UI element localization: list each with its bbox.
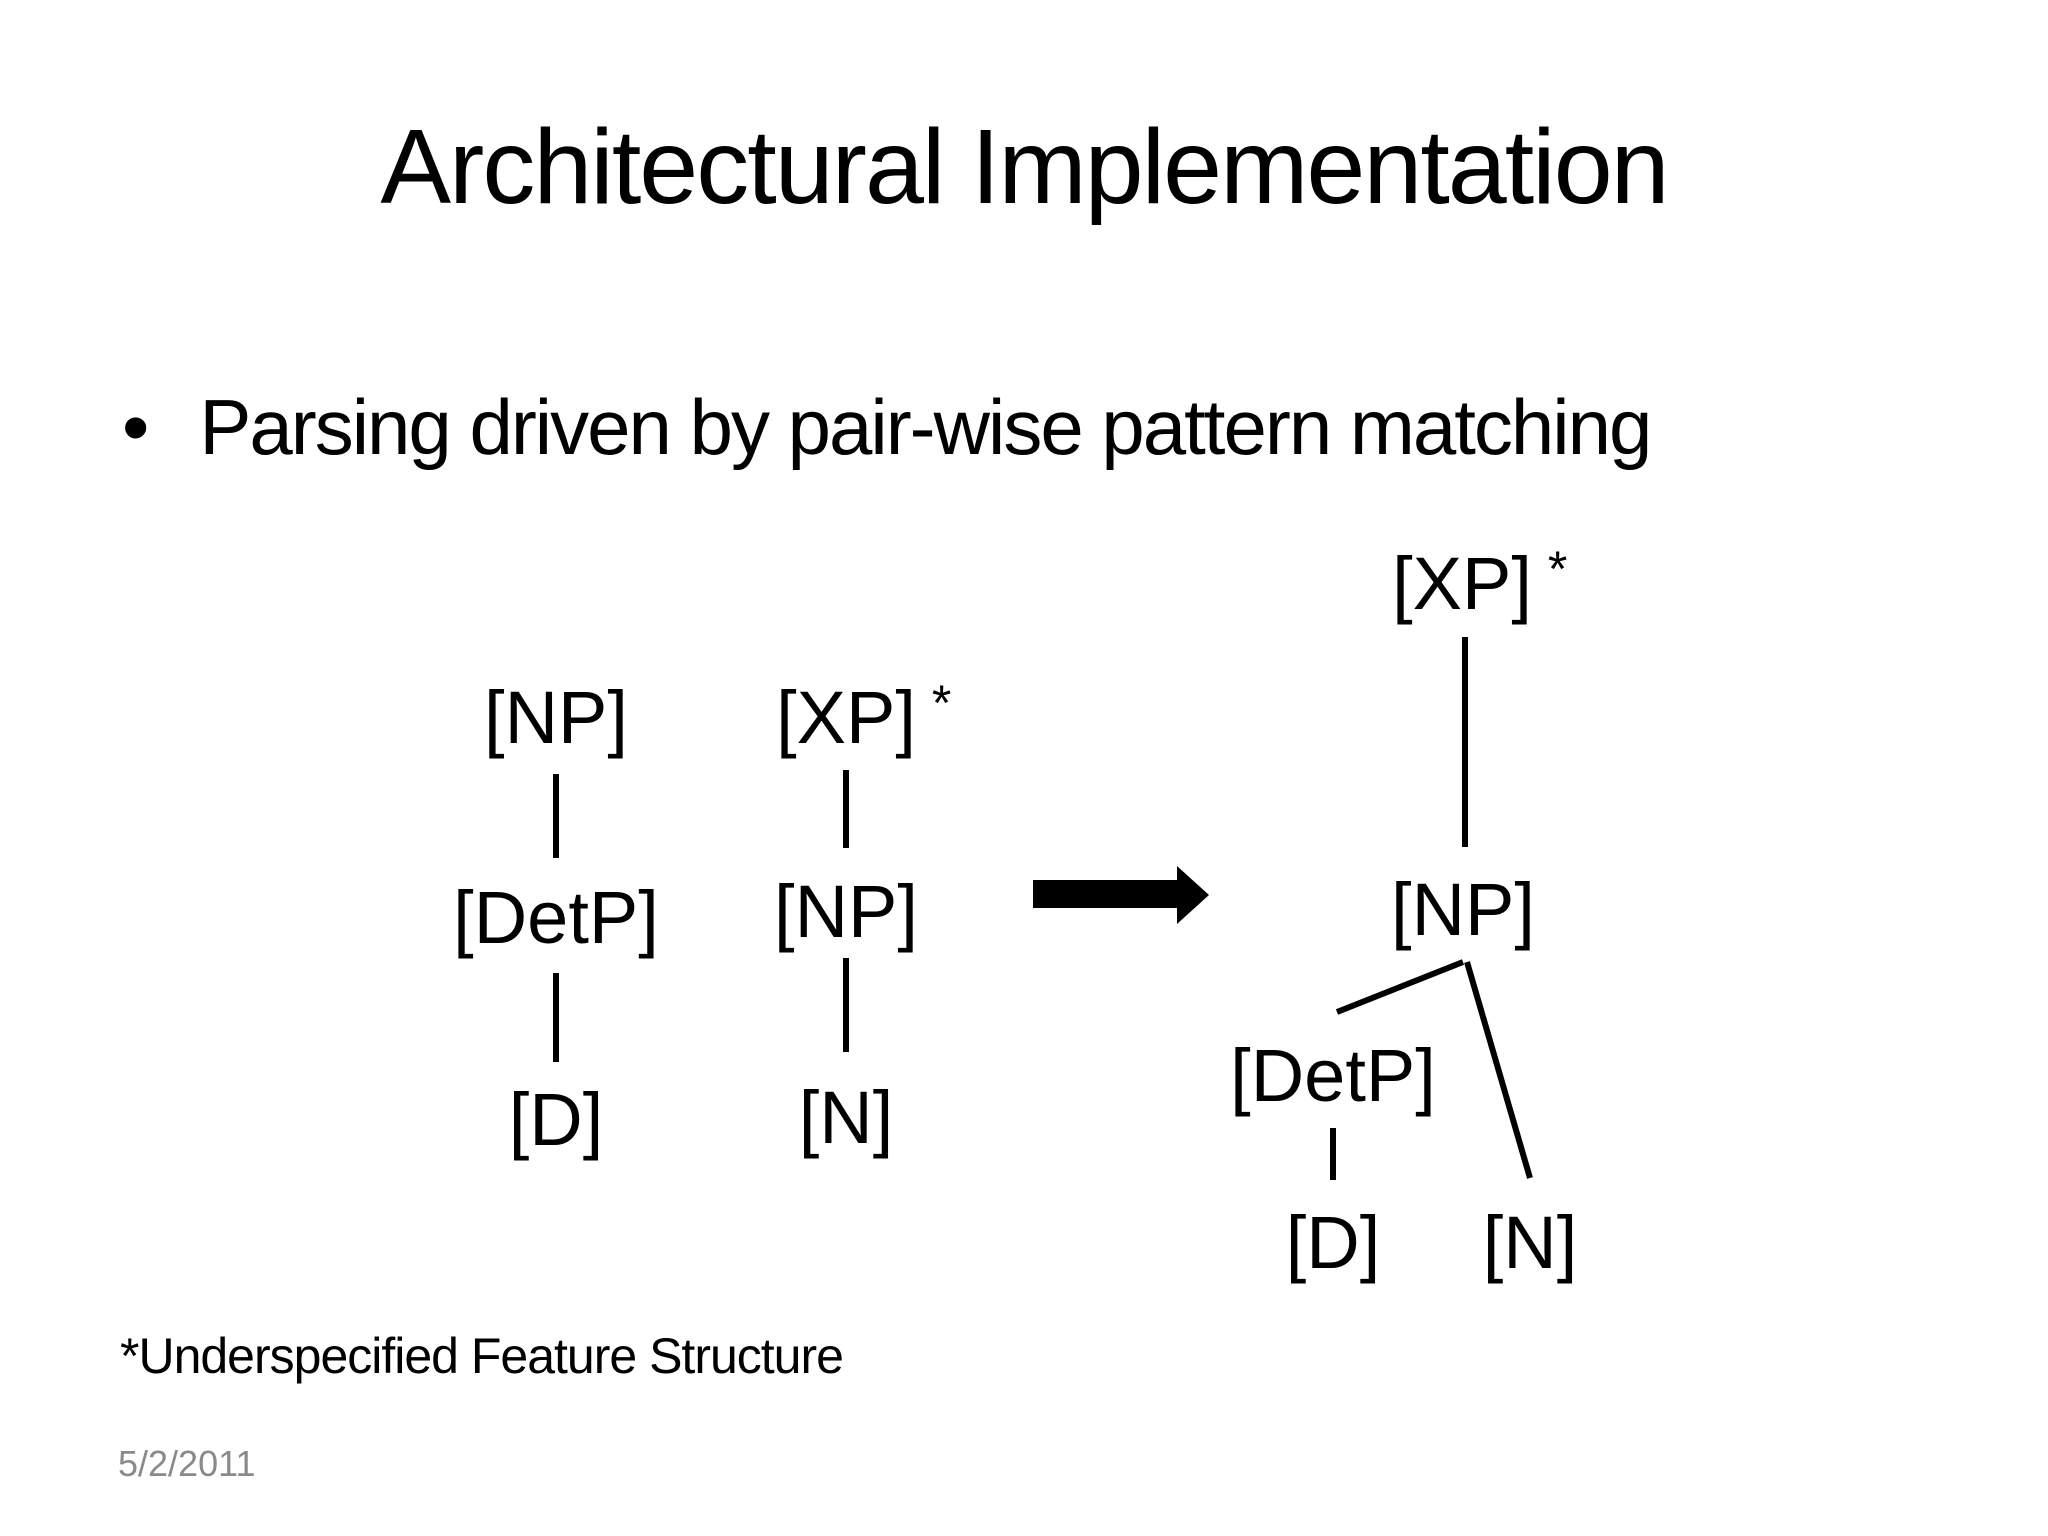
result-node-xp-superscript: * (1547, 541, 1568, 597)
result-node-n: [N] (1483, 1203, 1578, 1283)
tree2-node-n-label: [N] (798, 1076, 894, 1159)
bullet-text: Parsing driven by pair-wise pattern matc… (199, 383, 1652, 471)
tree2-node-xp-label: [XP] (776, 676, 916, 759)
tree1-node-d-label: [D] (508, 1078, 604, 1161)
bullet-marker: • (122, 383, 150, 471)
tree2-node-xp-superscript: * (931, 675, 952, 731)
tree2-node-n: [N] (799, 1078, 894, 1158)
result-node-np: [NP] (1391, 870, 1535, 950)
result-node-np-label: [NP] (1391, 868, 1535, 951)
result-node-detp: [DetP] (1230, 1036, 1436, 1116)
slide-title: Architectural Implementation (380, 108, 1669, 226)
tree1-node-d: [D] (509, 1080, 604, 1160)
tree1-node-detp-label: [DetP] (453, 876, 659, 959)
right-block-arrow-icon (1033, 866, 1209, 924)
result-node-detp-label: [DetP] (1230, 1034, 1436, 1117)
result-edge-np-detp (1335, 959, 1465, 1015)
result-node-n-label: [N] (1482, 1201, 1578, 1284)
result-node-d-label: [D] (1285, 1201, 1381, 1284)
tree1-node-detp: [DetP] (453, 878, 659, 958)
result-node-xp-label: [XP] (1392, 542, 1532, 625)
tree2-node-np-label: [NP] (774, 870, 918, 953)
tree1-node-np-label: [NP] (484, 676, 628, 759)
slide-date: 5/2/2011 (118, 1443, 256, 1484)
result-edge-np-n (1464, 961, 1533, 1179)
footnote: *Underspecified Feature Structure (120, 1328, 844, 1384)
tree1-node-np: [NP] (484, 678, 628, 758)
result-node-xp: [XP] * (1392, 542, 1567, 625)
bullet-item: • Parsing driven by pair-wise pattern ma… (122, 382, 1652, 472)
result-node-d: [D] (1286, 1203, 1381, 1283)
tree2-node-np: [NP] (774, 872, 918, 952)
tree2-node-xp: [XP] * (776, 676, 951, 759)
